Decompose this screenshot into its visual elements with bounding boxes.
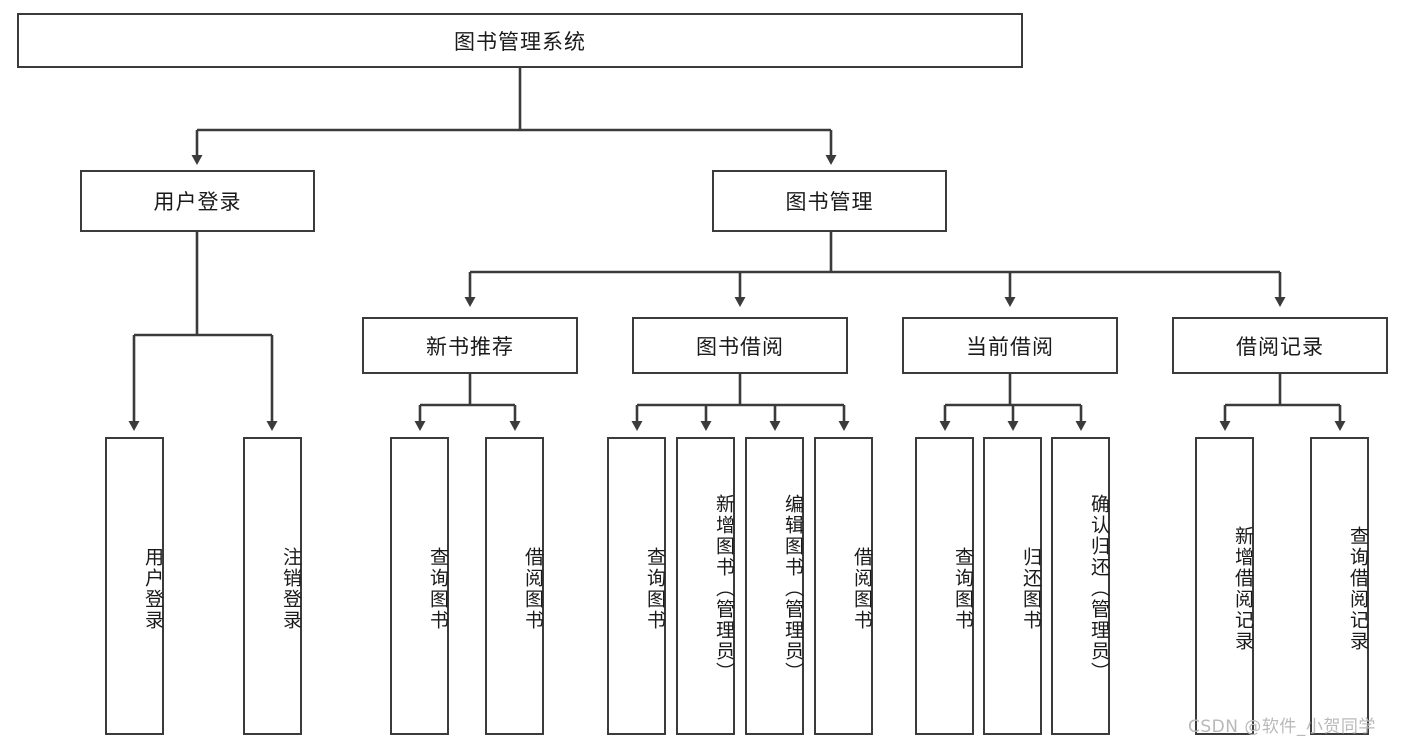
leaf-record-query-borrow-record[interactable]: 查询借阅记录 <box>1310 437 1369 735</box>
leaf-current-query-book[interactable]: 查询图书 <box>915 437 974 735</box>
node-label: 借阅图书 <box>851 547 873 631</box>
leaf-record-add-borrow-record[interactable]: 新增借阅记录 <box>1195 437 1254 735</box>
leaf-recommend-borrow-book[interactable]: 借阅图书 <box>485 437 544 735</box>
leaf-user-login-login[interactable]: 用户登录 <box>105 437 164 735</box>
leaf-recommend-query-book[interactable]: 查询图书 <box>390 437 449 735</box>
leaf-borrow-borrow-book[interactable]: 借阅图书 <box>814 437 873 735</box>
node-label: 借阅图书 <box>522 547 544 631</box>
node-borrow-record[interactable]: 借阅记录 <box>1172 317 1388 374</box>
node-user-login[interactable]: 用户登录 <box>80 170 315 232</box>
node-label: 当前借阅 <box>966 334 1054 359</box>
node-label: 图书借阅 <box>696 334 784 359</box>
node-book-management[interactable]: 图书管理 <box>712 170 947 232</box>
node-label: 查询图书 <box>644 547 666 631</box>
node-label: 用户登录 <box>153 190 242 214</box>
node-label: 图书管理 <box>785 190 874 214</box>
node-label: 注销登录 <box>280 547 302 631</box>
leaf-current-confirm-return-admin[interactable]: 确认归还（管理员） <box>1051 437 1110 735</box>
leaf-borrow-add-book-admin[interactable]: 新增图书（管理员） <box>676 437 735 735</box>
leaf-borrow-query-book[interactable]: 查询图书 <box>607 437 666 735</box>
node-new-book-recommend[interactable]: 新书推荐 <box>362 317 578 374</box>
leaf-user-login-logout[interactable]: 注销登录 <box>243 437 302 735</box>
node-root-book-management-system[interactable]: 图书管理系统 <box>17 13 1023 68</box>
leaf-current-return-book[interactable]: 归还图书 <box>983 437 1042 735</box>
node-book-borrow[interactable]: 图书借阅 <box>632 317 848 374</box>
leaf-borrow-edit-book-admin[interactable]: 编辑图书（管理员） <box>745 437 804 735</box>
node-label: 新增图书（管理员） <box>713 493 735 683</box>
node-label: 归还图书 <box>1020 547 1042 631</box>
node-label: 借阅记录 <box>1236 334 1324 359</box>
csdn-watermark: CSDN @软件_小贺同学 <box>1188 717 1376 737</box>
node-label: 图书管理系统 <box>454 29 586 54</box>
node-label: 新书推荐 <box>426 334 514 359</box>
node-current-borrow[interactable]: 当前借阅 <box>902 317 1118 374</box>
node-label: 用户登录 <box>142 547 164 631</box>
node-label: 确认归还（管理员） <box>1088 493 1110 683</box>
node-label: 查询图书 <box>427 547 449 631</box>
node-label: 查询图书 <box>952 547 974 631</box>
node-label: 查询借阅记录 <box>1347 526 1369 652</box>
node-label: 新增借阅记录 <box>1232 526 1254 652</box>
node-label: 编辑图书（管理员） <box>782 493 804 683</box>
